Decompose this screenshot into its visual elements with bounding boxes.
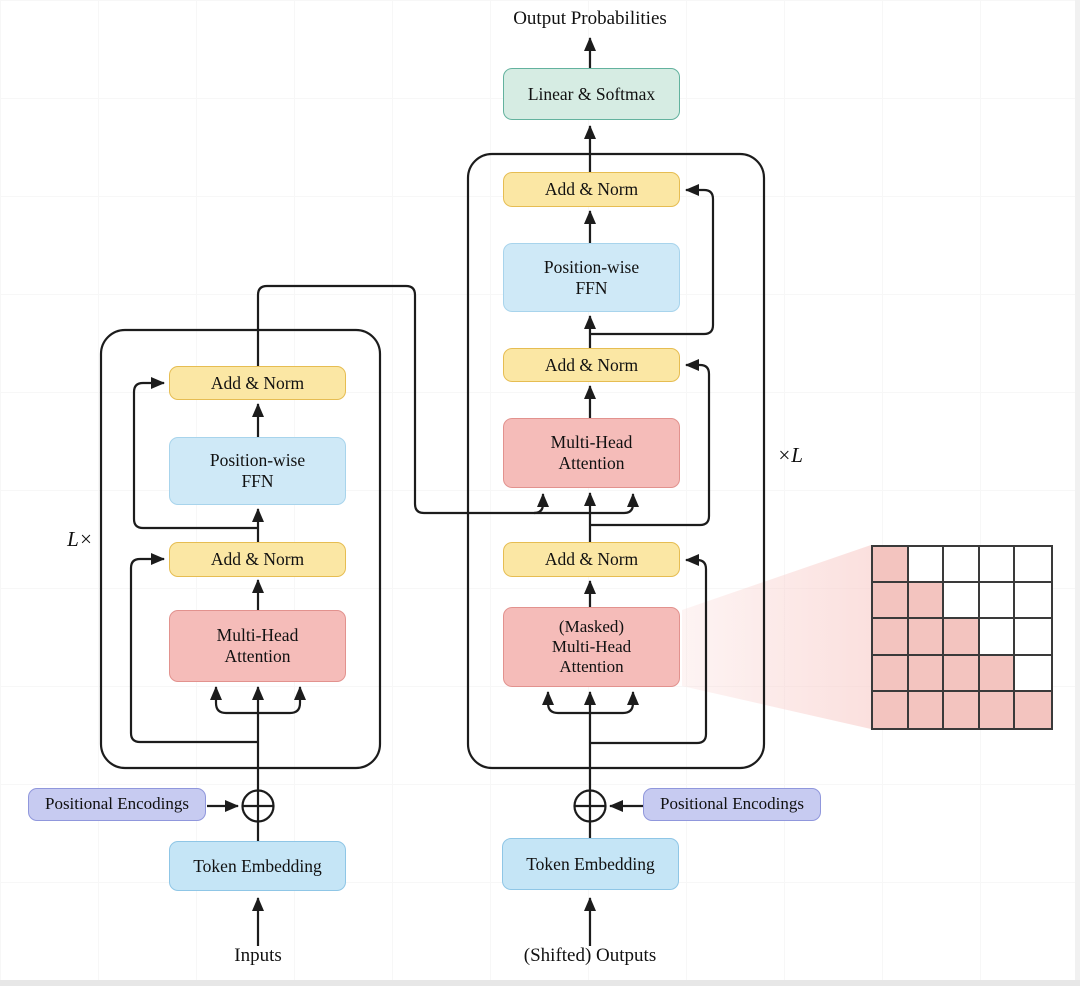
positional-encodings-label: Positional Encodings — [44, 794, 190, 814]
decoder-ffn-residual — [590, 184, 715, 336]
token-embedding-label: Token Embedding — [193, 855, 322, 876]
mask-cell — [979, 547, 1016, 584]
cross-attention-key-branch — [533, 493, 549, 515]
masked-attention-label-line3: Attention — [559, 657, 624, 677]
mask-matrix — [871, 545, 1053, 730]
decoder-cross-attention-box: Multi-Head Attention — [503, 418, 680, 488]
mask-cell — [873, 691, 909, 728]
add-norm-label: Add & Norm — [210, 549, 305, 570]
mask-cell — [1015, 583, 1051, 620]
masked-attention-label-line2: Multi-Head — [551, 636, 632, 656]
linear-softmax-label: Linear & Softmax — [527, 83, 656, 104]
positional-encodings-label: Positional Encodings — [659, 794, 805, 814]
add-norm-label: Add & Norm — [210, 372, 305, 393]
linear-softmax-box: Linear & Softmax — [503, 68, 680, 120]
mask-cell — [979, 655, 1016, 692]
mask-cell — [979, 691, 1016, 728]
output-probabilities-label: Output Probabilities — [513, 8, 667, 29]
mask-cell — [873, 655, 909, 692]
add-norm-label: Add & Norm — [544, 179, 639, 200]
mask-cell — [1015, 691, 1051, 728]
mask-cell — [944, 547, 980, 584]
mask-cell — [1015, 656, 1051, 692]
attention-label-line1: Multi-Head — [216, 625, 299, 646]
decoder-ffn-box: Position-wise FFN — [503, 243, 680, 312]
arrow-encoder-qkv-left — [210, 686, 258, 715]
decoder-add-norm-2-box: Add & Norm — [503, 348, 680, 382]
ffn-label-line1: Position-wise — [543, 256, 640, 277]
decoder-token-embedding-box: Token Embedding — [502, 838, 679, 890]
add-norm-label: Add & Norm — [544, 549, 639, 570]
mask-cell — [873, 583, 909, 620]
mask-cell — [908, 655, 945, 692]
inputs-label: Inputs — [234, 945, 282, 966]
encoder-attention-box: Multi-Head Attention — [169, 610, 346, 682]
decoder-add-norm-1-box: Add & Norm — [503, 542, 680, 577]
arrow-masked-qkv-left — [542, 691, 590, 715]
encoder-ffn-box: Position-wise FFN — [169, 437, 346, 505]
mask-cell — [1015, 619, 1051, 656]
cross-attention-residual — [590, 359, 711, 527]
encoder-container — [99, 328, 382, 770]
encoder-add-norm-2-box: Add & Norm — [169, 366, 346, 400]
plus-cross-icon — [242, 790, 274, 822]
mask-cell — [873, 619, 909, 656]
encoder-attention-residual — [129, 553, 258, 744]
decoder-container — [466, 152, 766, 770]
mask-cell — [944, 619, 980, 656]
mask-zoom-beam — [682, 545, 871, 729]
mask-cell — [944, 583, 980, 620]
mask-cell — [944, 691, 980, 728]
attention-label-line2: Attention — [558, 453, 625, 473]
positional-encodings-left-box: Positional Encodings — [28, 788, 206, 821]
attention-label-line2: Attention — [224, 646, 291, 666]
masked-attention-label-line1: (Masked) — [558, 616, 625, 636]
encoder-output-to-cross-attention — [256, 284, 639, 515]
mask-cell — [908, 619, 945, 656]
mask-cell — [908, 583, 945, 620]
encoder-repeat-label: L× — [67, 527, 93, 551]
encoder-token-embedding-box: Token Embedding — [169, 841, 346, 891]
decoder-add-norm-3-box: Add & Norm — [503, 172, 680, 207]
mask-cell — [873, 547, 909, 584]
encoder-add-norm-1-box: Add & Norm — [169, 542, 346, 577]
attention-label-line1: Multi-Head — [550, 432, 633, 453]
ffn-label-line2: FFN — [575, 277, 608, 298]
masked-attention-box: (Masked) Multi-Head Attention — [503, 607, 680, 687]
add-norm-label: Add & Norm — [544, 354, 639, 375]
arrow-masked-qkv-right — [590, 691, 639, 715]
encoder-ffn-residual — [132, 377, 258, 530]
page-edge-right — [1075, 0, 1080, 986]
mask-cell — [944, 655, 980, 692]
positional-encodings-right-box: Positional Encodings — [643, 788, 821, 821]
mask-cell — [1015, 547, 1051, 584]
ffn-label-line2: FFN — [241, 471, 274, 491]
token-embedding-label: Token Embedding — [526, 853, 655, 874]
page-edge-bottom — [0, 980, 1080, 986]
shifted-outputs-label: (Shifted) Outputs — [523, 945, 657, 966]
ffn-label-line1: Position-wise — [209, 450, 306, 471]
masked-attention-residual — [590, 554, 708, 745]
decoder-repeat-label: ×L — [777, 443, 803, 467]
mask-cell — [908, 691, 945, 728]
mask-cell — [908, 547, 945, 584]
plus-cross-icon — [574, 790, 606, 822]
arrow-encoder-qkv-right — [258, 686, 306, 715]
mask-cell — [979, 583, 1016, 620]
mask-cell — [979, 619, 1016, 656]
